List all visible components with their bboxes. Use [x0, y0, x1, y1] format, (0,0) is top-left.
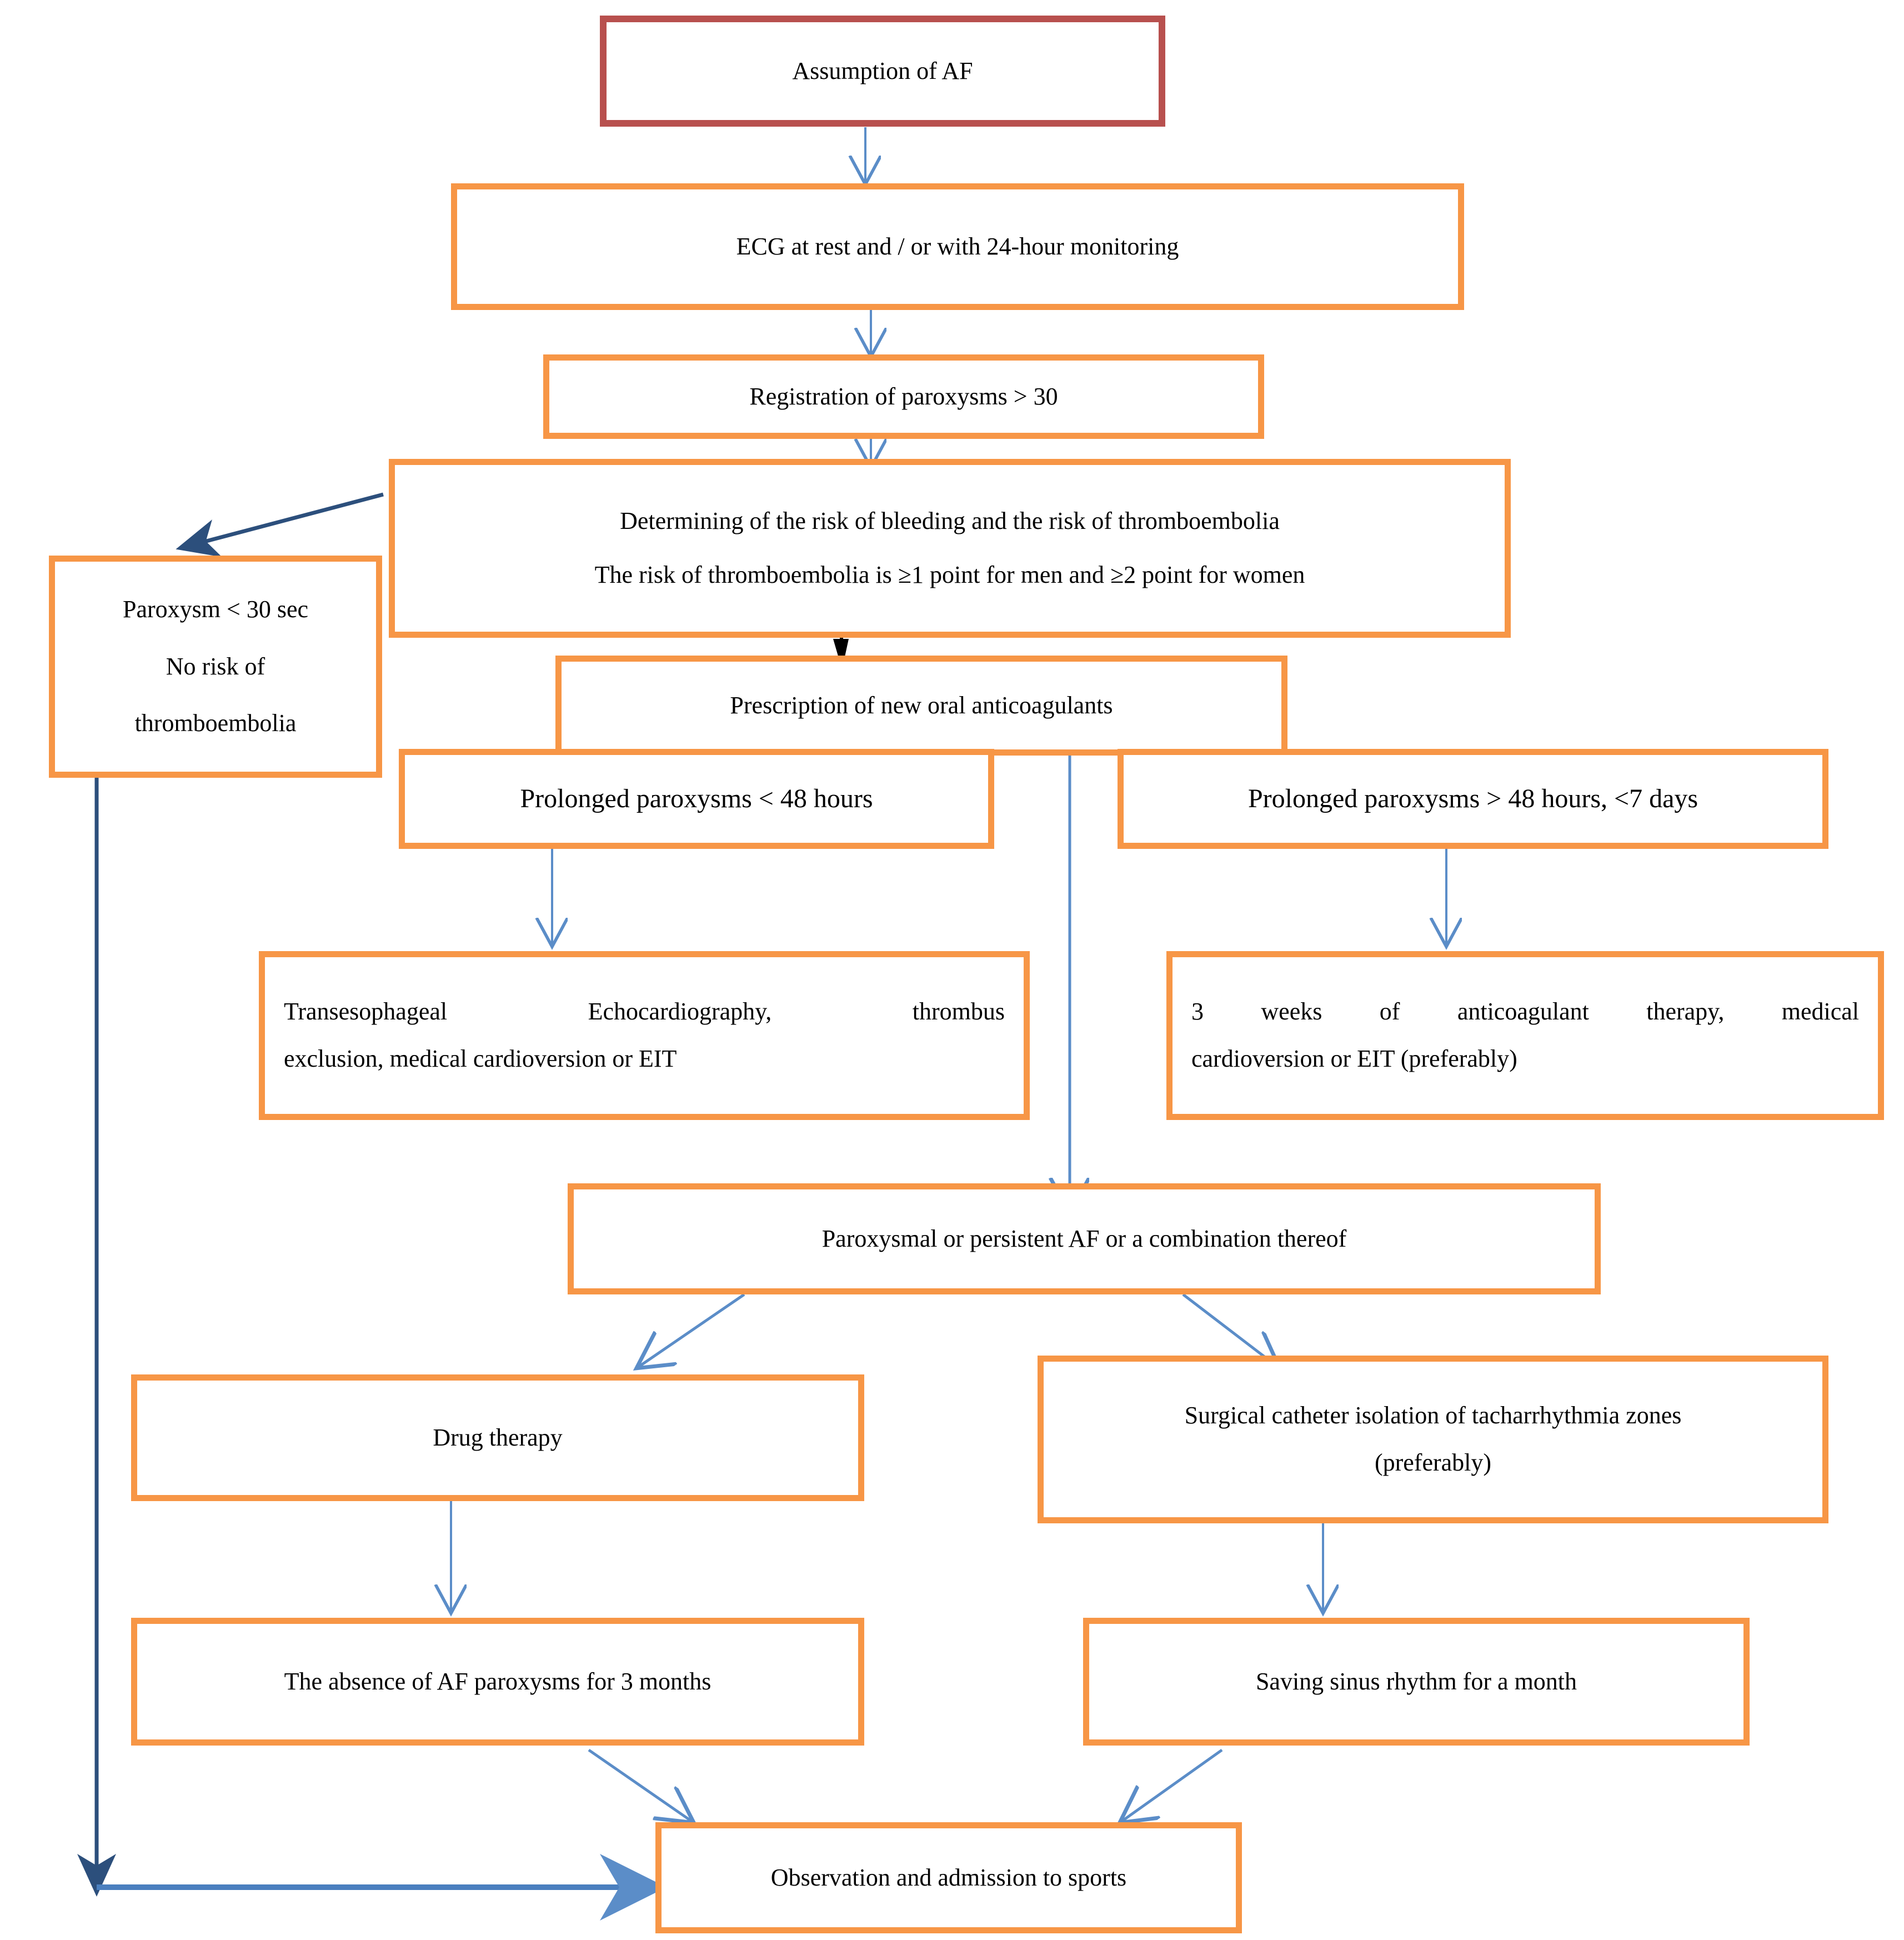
node-risk-determination[interactable]: Determining of the risk of bleeding and …: [389, 459, 1511, 638]
node-paroxysm-under-30-sec[interactable]: Paroxysm < 30 sec No risk of thromboembo…: [49, 556, 382, 778]
node-label: Saving sinus rhythm for a month: [1255, 1667, 1577, 1695]
node-prescription-anticoagulants[interactable]: Prescription of new oral anticoagulants: [555, 656, 1287, 756]
node-label-line1: Transesophageal Echocardiography, thromb…: [284, 998, 1005, 1026]
node-three-weeks-anticoagulant-therapy[interactable]: 3 weeks of anticoagulant therapy, medica…: [1166, 951, 1884, 1120]
node-label: Prescription of new oral anticoagulants: [730, 691, 1113, 719]
node-label: The absence of AF paroxysms for 3 months: [284, 1667, 712, 1695]
edge-absence-to-observation: [588, 1748, 692, 1821]
node-label-line2: (preferably): [1374, 1449, 1492, 1476]
node-label-line1: Surgical catheter isolation of tacharrhy…: [1184, 1402, 1682, 1429]
node-prolonged-paroxysms-under-48h[interactable]: Prolonged paroxysms < 48 hours: [399, 749, 994, 849]
node-label-line1: Determining of the risk of bleeding and …: [620, 507, 1280, 535]
edge-paroxysmal-to-drug-therapy: [639, 1293, 745, 1367]
node-label: Prolonged paroxysms > 48 hours, <7 days: [1247, 784, 1698, 814]
node-label: Registration of paroxysms > 30: [749, 382, 1058, 410]
node-label: Prolonged paroxysms < 48 hours: [520, 784, 873, 814]
edge-sinus-rhythm-to-observation: [1122, 1748, 1223, 1821]
node-paroxysmal-or-persistent-af[interactable]: Paroxysmal or persistent AF or a combina…: [568, 1183, 1601, 1294]
node-ecg-monitoring[interactable]: ECG at rest and / or with 24-hour monito…: [451, 183, 1464, 310]
node-label: Assumption of AF: [792, 57, 973, 84]
node-prolonged-paroxysms-over-48h[interactable]: Prolonged paroxysms > 48 hours, <7 days: [1118, 749, 1828, 849]
node-transesophageal-echocardiography[interactable]: Transesophageal Echocardiography, thromb…: [259, 951, 1030, 1120]
node-label-line2: cardioversion or EIT (preferably): [1191, 1045, 1517, 1072]
edge-risk-to-paroxysm-short: [176, 492, 384, 557]
node-surgical-catheter-isolation[interactable]: Surgical catheter isolation of tacharrhy…: [1038, 1356, 1828, 1523]
node-assumption-of-af[interactable]: Assumption of AF: [600, 16, 1165, 127]
node-label-line2: The risk of thromboembolia is ≥1 point f…: [594, 561, 1305, 588]
node-drug-therapy[interactable]: Drug therapy: [131, 1374, 864, 1501]
node-label: Paroxysmal or persistent AF or a combina…: [821, 1224, 1347, 1252]
node-label-line1: 3 weeks of anticoagulant therapy, medica…: [1191, 998, 1859, 1026]
node-label: Observation and admission to sports: [770, 1863, 1127, 1891]
node-label-line2: No risk of: [166, 652, 265, 680]
node-label-line1: Paroxysm < 30 sec: [123, 596, 308, 623]
node-label-line2: exclusion, medical cardioversion or EIT: [284, 1045, 677, 1072]
node-label: Drug therapy: [433, 1423, 563, 1451]
node-absence-of-af-paroxysms[interactable]: The absence of AF paroxysms for 3 months: [131, 1618, 864, 1746]
node-registration-of-paroxysms[interactable]: Registration of paroxysms > 30: [543, 354, 1264, 439]
node-label-line3: thromboembolia: [134, 709, 297, 737]
node-saving-sinus-rhythm[interactable]: Saving sinus rhythm for a month: [1083, 1618, 1750, 1746]
node-label: ECG at rest and / or with 24-hour monito…: [736, 232, 1179, 260]
node-observation-admission-to-sports[interactable]: Observation and admission to sports: [655, 1822, 1242, 1933]
